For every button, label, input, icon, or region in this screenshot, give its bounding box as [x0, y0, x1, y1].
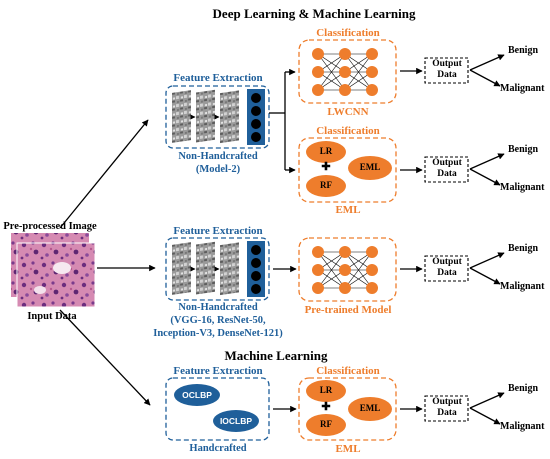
row3-benign-label: Benign — [508, 243, 539, 254]
row3-feature-caption-2: (VGG-16, ResNet-50, — [170, 315, 266, 326]
row3-feature-caption-3: Inception-V3, DenseNet-121) — [153, 328, 283, 339]
row2-output-label-2: Data — [437, 169, 457, 179]
row4-feature-title: Feature Extraction — [173, 365, 263, 377]
row4-feature-box — [165, 377, 270, 441]
row4-ioclbp-label: IOCLBP — [219, 416, 253, 426]
input-arrows — [59, 119, 156, 406]
row3-class-box — [298, 237, 397, 302]
heading-dl-ml: Deep Learning & Machine Learning — [212, 6, 416, 21]
row4-output-label-2: Data — [437, 408, 457, 418]
class-to-output-arrows — [400, 67, 423, 413]
row2-lr-label: LR — [319, 146, 333, 156]
row2-class-title: Classification — [316, 125, 380, 137]
feature-to-class-arrows — [269, 68, 297, 413]
row3-feature-title: Feature Extraction — [173, 225, 263, 237]
row1-feature-caption-1: Non-Handcrafted — [178, 151, 258, 162]
row3-feature-box — [165, 237, 270, 301]
row4-malignant-label: Malignant — [500, 421, 545, 432]
row4-output-label-1: Output — [432, 397, 462, 407]
row4-class-title: Classification — [316, 365, 380, 377]
preprocessed-image-label: Pre-processed Image — [3, 221, 97, 232]
output-fork-arrows — [469, 54, 505, 425]
row1-feature-caption-2: (Model-2) — [195, 164, 241, 175]
row2-rf-label: RF — [320, 180, 332, 190]
output-boxes — [424, 57, 469, 422]
row4-benign-label: Benign — [508, 383, 539, 394]
row1-benign-label: Benign — [508, 45, 539, 56]
row1-feature-box — [165, 85, 270, 149]
row2-benign-label: Benign — [508, 144, 539, 155]
row1-output-label-2: Data — [437, 70, 457, 80]
row3-malignant-label: Malignant — [500, 281, 545, 292]
row4-class-caption: EML — [335, 443, 361, 455]
row4-rf-label: RF — [320, 419, 332, 429]
row3-output-label-1: Output — [432, 257, 462, 267]
row1-class-title: Classification — [316, 27, 380, 39]
row4-oclbp-label: OCLBP — [182, 390, 212, 400]
row3-class-caption: Pre-trained Model — [304, 304, 392, 316]
row4-plus-icon: ✚ — [321, 401, 331, 413]
row1-output-label-1: Output — [432, 59, 462, 69]
input-data-label: Input Data — [27, 311, 77, 322]
row4-feature-caption: Handcrafted — [189, 443, 247, 454]
heading-ml: Machine Learning — [224, 348, 328, 363]
row1-class-caption: LWCNN — [327, 106, 369, 118]
row2-eml-label: EML — [359, 162, 381, 172]
input-image — [11, 233, 96, 308]
row3-feature-caption-1: Non-Handcrafted — [178, 302, 258, 313]
row3-output-label-2: Data — [437, 268, 457, 278]
row2-malignant-label: Malignant — [500, 182, 545, 193]
row2-class-caption: EML — [335, 204, 361, 216]
row2-output-label-1: Output — [432, 158, 462, 168]
row4-lr-label: LR — [319, 385, 333, 395]
row4-class-box — [298, 377, 397, 441]
row1-malignant-label: Malignant — [500, 83, 545, 94]
row4-eml-label: EML — [359, 403, 381, 413]
row1-class-box — [298, 39, 397, 104]
row2-plus-icon: ✚ — [321, 161, 331, 173]
row1-feature-title: Feature Extraction — [173, 72, 263, 84]
row2-class-box — [298, 137, 397, 203]
